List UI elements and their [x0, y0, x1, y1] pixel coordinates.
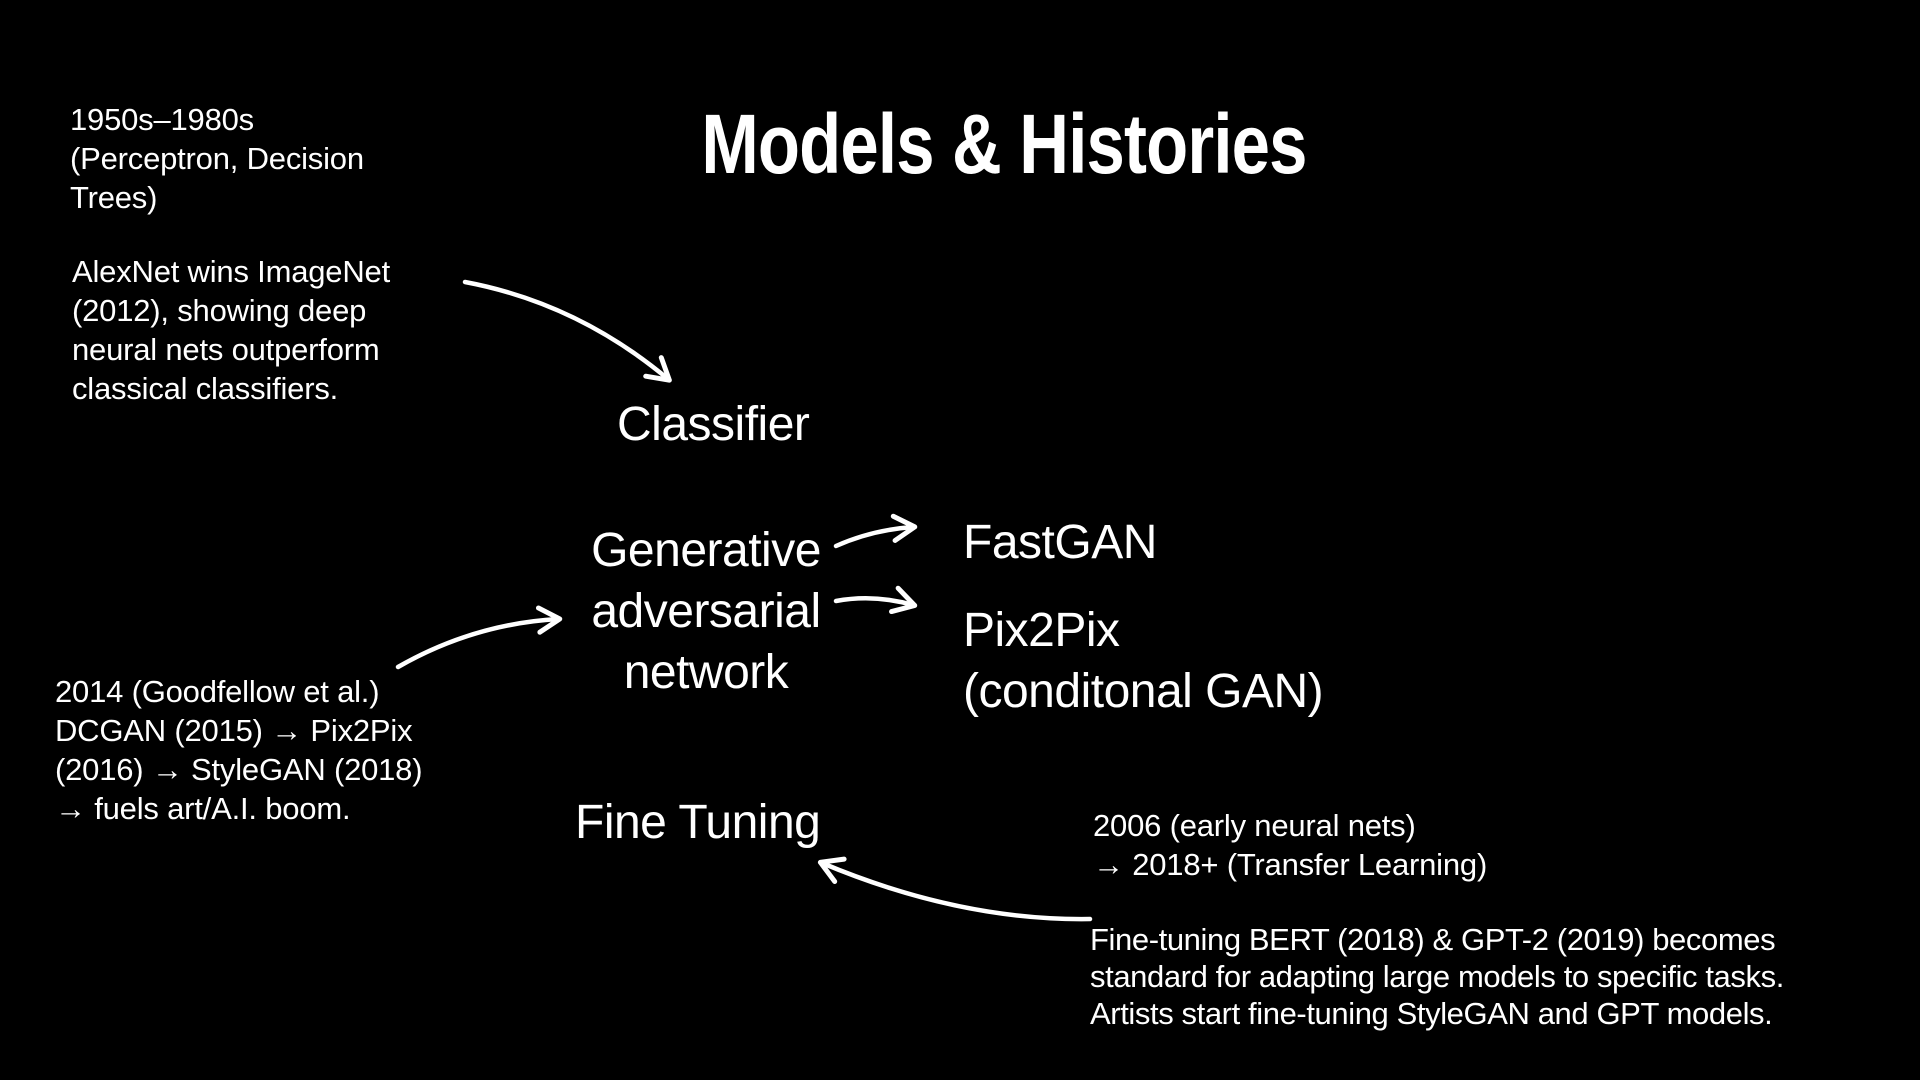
- node-classifier: Classifier: [617, 398, 810, 451]
- arrow-alexnet-to-classifier: [462, 279, 672, 383]
- arrow-detail-to-fine-tuning: [817, 856, 1093, 922]
- annotation-fine-tuning-detail: Fine-tuning BERT (2018) & GPT-2 (2019) b…: [1090, 922, 1784, 1031]
- arrow-gan-to-pix2pix: [833, 585, 918, 615]
- node-pix2pix: Pix2Pix (conditonal GAN): [963, 604, 1324, 718]
- arrow-gan-to-fastgan: [833, 513, 918, 549]
- annotation-alexnet: AlexNet wins ImageNet (2012), showing de…: [72, 254, 390, 406]
- node-fine-tuning: Fine Tuning: [575, 796, 821, 849]
- arrow-gan-history-to-gan: [395, 605, 563, 670]
- annotation-early-era: 1950s–1980s (Perceptron, Decision Trees): [70, 102, 364, 215]
- node-generative-adversarial-network: Generative adversarial network: [591, 524, 821, 699]
- page-title: Models & Histories: [701, 97, 1307, 191]
- annotation-transfer-learning: 2006 (early neural nets) → 2018+ (Transf…: [1093, 808, 1488, 882]
- annotation-gan-history: 2014 (Goodfellow et al.) DCGAN (2015) → …: [55, 674, 423, 826]
- node-fastgan: FastGAN: [963, 516, 1157, 569]
